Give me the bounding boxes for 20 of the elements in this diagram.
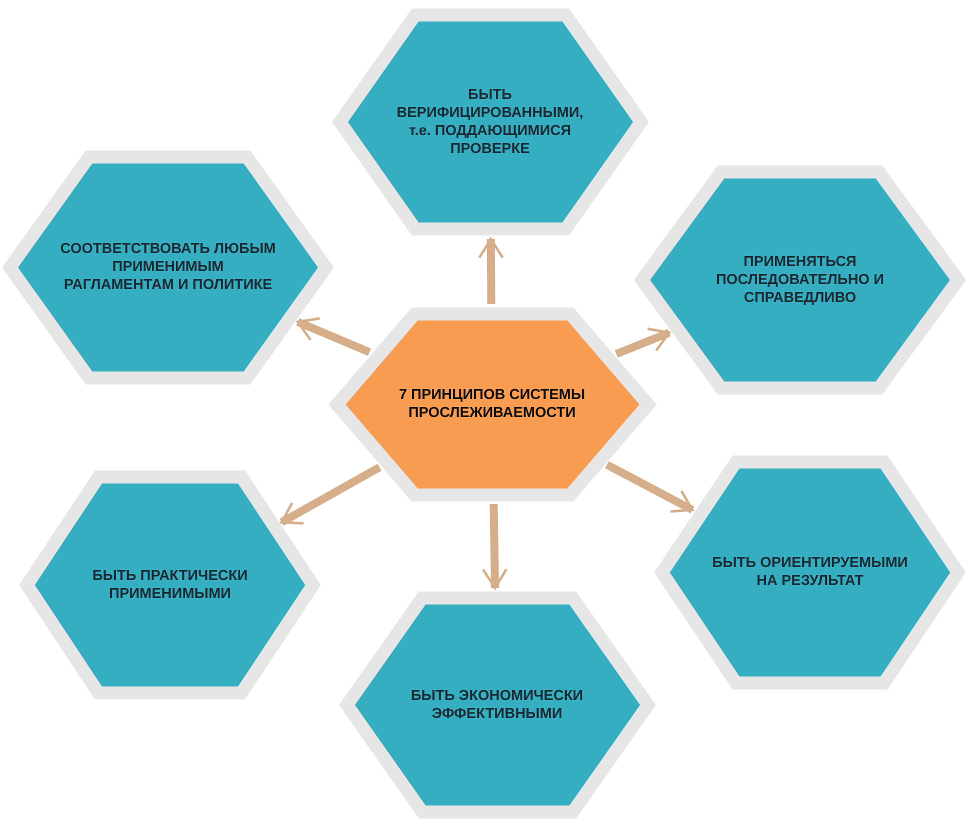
principle-text: БЫТЬ ОРИЕНТИРУЕМЫМИ НА РЕЗУЛЬТАТ (711, 554, 909, 590)
arrow (605, 461, 694, 514)
arrow (296, 317, 372, 356)
principle-text: БЫТЬ ЭКОНОМИЧЕСКИ ЭФФЕКТИВНЫМИ (410, 686, 584, 724)
hexagon-node (20, 470, 320, 700)
arrow (280, 464, 382, 526)
hub-title: 7 ПРИНЦИПОВ СИСТЕМЫ ПРОСЛЕЖИВАЕМОСТИ (398, 386, 586, 422)
principle-text: ПРИМЕНЯТЬСЯ ПОСЛЕДОВАТЕЛЬНО И СПРАВЕДЛИВО (714, 252, 886, 308)
hexagon-node (3, 150, 333, 384)
hexagon-node (635, 165, 965, 395)
hexagon-node (655, 454, 965, 690)
arrow (478, 238, 504, 304)
principle-text: БЫТЬ ВЕРИФИЦИРОВАННЫМИ, т.е. ПОДДАЮЩИМИСЯ ПРОВЕРКЕ (396, 86, 584, 158)
hexagon-node (332, 8, 648, 236)
principle-text: БЫТЬ ПРАКТИЧЕСКИ ПРИМЕНИМЫМИ (91, 566, 249, 604)
hexagon-node (340, 591, 654, 819)
principle-text: СООТВЕТСТВОВАТЬ ЛЮБЫМ ПРИМЕНИМЫМ РАГЛАМЕНТАМ И ПОЛИТИКЕ (59, 240, 277, 294)
hexagon-node (330, 306, 654, 502)
arrow (614, 328, 671, 358)
arrow (482, 504, 508, 590)
